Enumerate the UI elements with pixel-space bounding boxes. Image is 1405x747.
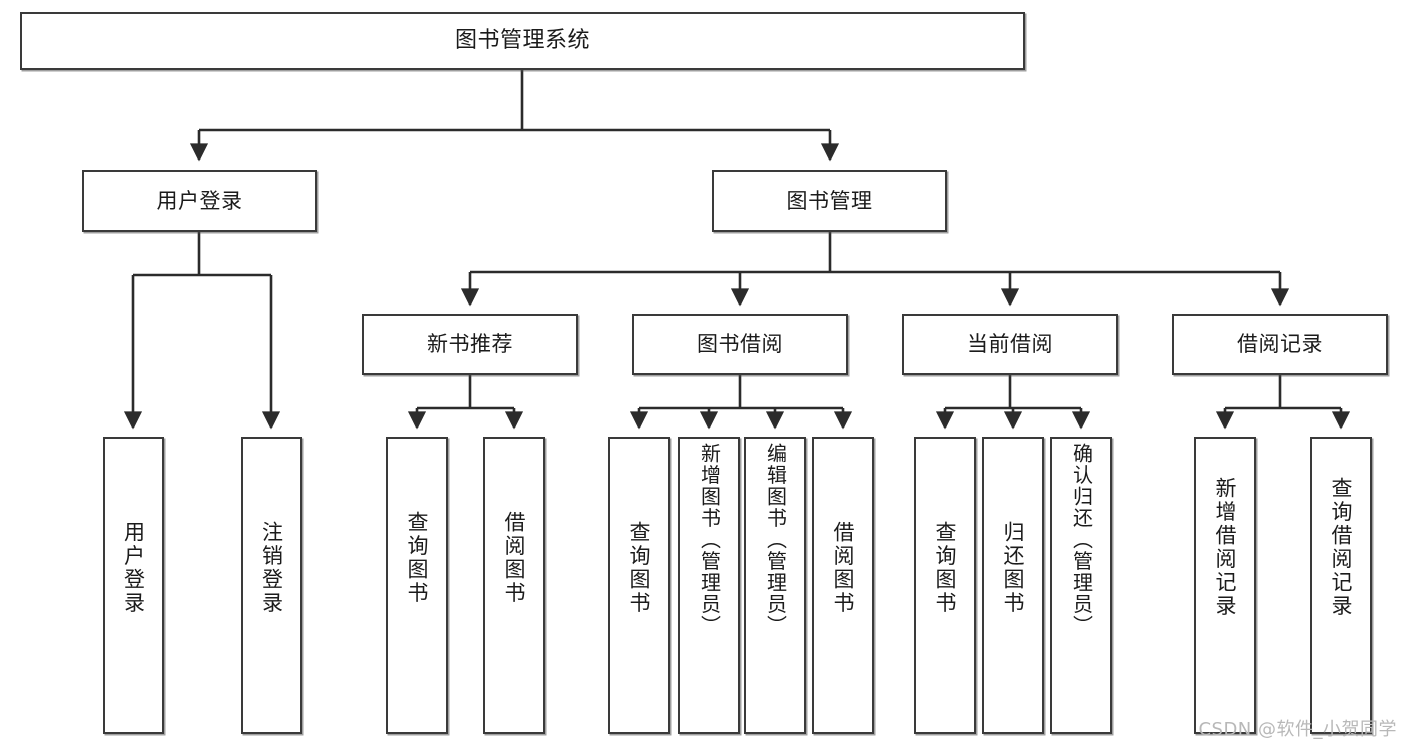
leaf-edit-book[interactable]: 编辑图书（管理员） — [744, 437, 806, 734]
node-book-manage[interactable]: 图书管理 — [712, 170, 947, 232]
leaf-confirm-return[interactable]: 确认归还（管理员） — [1050, 437, 1112, 734]
leaf-add-borrow-record[interactable]: 新增借阅记录 — [1194, 437, 1256, 734]
node-user-login[interactable]: 用户登录 — [82, 170, 317, 232]
leaf-return-book[interactable]: 归还图书 — [982, 437, 1044, 734]
node-label: 新增借阅记录 — [1213, 477, 1238, 618]
node-label: 用户登录 — [121, 521, 146, 615]
node-label: 查询图书 — [933, 521, 958, 615]
node-label: 借阅记录 — [1237, 332, 1323, 357]
node-label: 新增图书（管理员） — [697, 443, 722, 637]
node-root-book-management-system[interactable]: 图书管理系统 — [20, 12, 1025, 70]
node-label: 查询图书 — [405, 511, 430, 605]
leaf-add-book[interactable]: 新增图书（管理员） — [678, 437, 740, 734]
leaf-user-login[interactable]: 用户登录 — [103, 437, 164, 734]
node-new-book-recommend[interactable]: 新书推荐 — [362, 314, 578, 375]
node-label: 图书借阅 — [697, 332, 783, 357]
node-label: 查询图书 — [627, 521, 652, 615]
csdn-watermark: CSDN @软件_小贺同学 — [1198, 719, 1397, 740]
node-label: 确认归还（管理员） — [1069, 443, 1094, 637]
node-label: 用户登录 — [156, 188, 243, 213]
node-book-borrow[interactable]: 图书借阅 — [632, 314, 848, 375]
node-label: 图书管理 — [786, 188, 873, 213]
node-label: 图书管理系统 — [454, 28, 590, 54]
node-label: 借阅图书 — [831, 521, 856, 615]
node-current-borrow[interactable]: 当前借阅 — [902, 314, 1118, 375]
leaf-query-book-current[interactable]: 查询图书 — [914, 437, 976, 734]
leaf-query-borrow-record[interactable]: 查询借阅记录 — [1310, 437, 1372, 734]
leaf-borrow-book-recommend[interactable]: 借阅图书 — [483, 437, 545, 734]
leaf-borrow-book[interactable]: 借阅图书 — [812, 437, 874, 734]
node-borrow-record[interactable]: 借阅记录 — [1172, 314, 1388, 375]
node-label: 新书推荐 — [427, 332, 513, 357]
leaf-logout[interactable]: 注销登录 — [241, 437, 302, 734]
node-label: 注销登录 — [259, 521, 284, 615]
node-label: 当前借阅 — [967, 332, 1053, 357]
leaf-query-book-recommend[interactable]: 查询图书 — [386, 437, 448, 734]
node-label: 借阅图书 — [502, 511, 527, 605]
leaf-query-book-borrow[interactable]: 查询图书 — [608, 437, 670, 734]
node-label: 归还图书 — [1001, 521, 1026, 615]
node-label: 查询借阅记录 — [1329, 477, 1354, 618]
node-label: 编辑图书（管理员） — [763, 443, 788, 637]
